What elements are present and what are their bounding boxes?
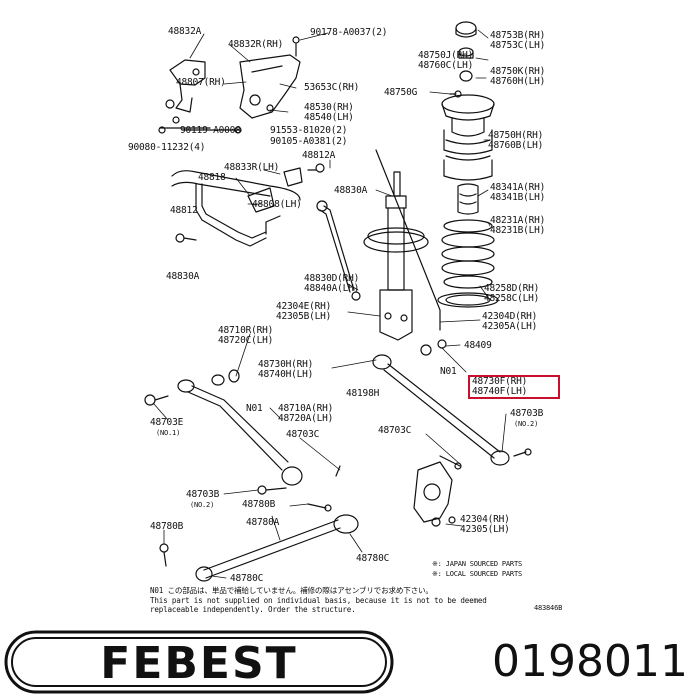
label-48540: 48540(LH) (304, 112, 354, 123)
coil-spring-part (437, 219, 499, 308)
stabilizer-link-part (307, 163, 361, 301)
reference-code: 483846B (534, 604, 563, 612)
label-48830D: 48830D(RH) (304, 273, 360, 284)
label-42305A: 42305A(LH) (482, 321, 538, 332)
label-48258C: 48258C(LH) (484, 293, 540, 304)
label-48703C-right: 48703C (378, 425, 412, 436)
label-48807: 48807(RH) (176, 77, 226, 88)
legend-japan-sourced: ※: JAPAN SOURCED PARTS (432, 560, 522, 568)
highlighted-part-box (468, 375, 560, 399)
knuckle-part (413, 455, 462, 527)
label-42304D: 42304D(RH) (482, 311, 538, 322)
label-48703E-left: 48703E (150, 417, 184, 428)
label-48341B: 48341B(LH) (490, 192, 546, 203)
label-48198H: 48198H (346, 388, 380, 399)
label-48740F: 48740F(LH) (472, 386, 528, 397)
label-no2-right: (NO.2) (514, 420, 539, 428)
label-42305: 42305(LH) (460, 524, 510, 535)
label-48750H: 48750H(RH) (488, 130, 544, 141)
label-42305B: 42305B(LH) (276, 311, 332, 322)
label-48780B-mid: 48780B (242, 499, 276, 510)
label-48720C: 48720C(LH) (218, 335, 274, 346)
label-48730F: 48730F(RH) (472, 376, 528, 387)
note-japanese: N01 この部品は、単品で補給していません。補修の際はアセンブリでお求め下さい。 (150, 586, 433, 595)
label-48833R: 48833R(LH) (224, 162, 280, 173)
label-48760B: 48760B(LH) (488, 140, 544, 151)
label-48720A: 48720A(LH) (278, 413, 334, 424)
label-48258D: 48258D(RH) (484, 283, 540, 294)
label-90105: 90105-A0381(2) (270, 136, 348, 147)
label-48703B-right: 48703B (510, 408, 544, 419)
label-48780C-left: 48780C (230, 573, 264, 584)
note-english-line2: replaceable independently. Order the str… (150, 605, 356, 614)
exploded-view-drawing (144, 21, 532, 582)
upper-mount-stack (441, 21, 495, 215)
label-48710R: 48710R(RH) (218, 325, 274, 336)
shock-absorber-part (363, 149, 441, 341)
label-90178: 90178-A0037(2) (310, 27, 388, 38)
label-48780B-left: 48780B (150, 521, 184, 532)
label-48710A: 48710A(RH) (278, 403, 334, 414)
label-48780A: 48780A (246, 517, 280, 528)
label-90080: 90080-11232(4) (128, 142, 206, 153)
label-48409: 48409 (464, 340, 492, 351)
upper-arm-bracket-part (239, 36, 301, 119)
label-48832A: 48832A (168, 26, 202, 37)
label-48750K: 48750K(RH) (490, 66, 546, 77)
label-no2-left: (NO.2) (190, 501, 215, 509)
label-48231B: 48231B(LH) (490, 225, 546, 236)
label-48840A: 48840A(LH) (304, 283, 360, 294)
label-48530: 48530(RH) (304, 102, 354, 113)
label-48740H: 48740H(LH) (258, 369, 314, 380)
label-48231A: 48231A(RH) (490, 215, 546, 226)
label-48830A-left: 48830A (166, 271, 200, 282)
part-number: 0198011 (492, 636, 688, 687)
label-90119: 90119-A0008 (180, 125, 241, 136)
label-48760H: 48760H(LH) (490, 76, 546, 87)
leader-lines (153, 29, 507, 579)
label-42304E: 42304E(RH) (276, 301, 332, 312)
label-53653C: 53653C(RH) (304, 82, 360, 93)
suspension-parts-diagram: 48832A 48832R(RH) 90178-A0037(2) 48753B(… (128, 21, 563, 614)
label-91553: 91553-81020(2) (270, 125, 348, 136)
label-48750J: 48750J(RH) (418, 50, 474, 61)
lower-arm-parts (144, 339, 532, 582)
stabilizer-bar-part (171, 167, 303, 247)
label-N01-right: N01 (440, 366, 457, 377)
label-48812: 48812 (170, 205, 198, 216)
label-48808: 48808(LH) (252, 199, 302, 210)
label-48750G: 48750G (384, 87, 418, 98)
label-48703B-left: 48703B (186, 489, 220, 500)
stabilizer-bracket-part (158, 59, 242, 134)
label-48780C-bottom: 48780C (356, 553, 390, 564)
label-48753C: 48753C(LH) (490, 40, 546, 51)
label-48730H: 48730H(RH) (258, 359, 314, 370)
label-48753B: 48753B(RH) (490, 30, 546, 41)
label-42304: 42304(RH) (460, 514, 510, 525)
note-english-line1: This part is not supplied on individual … (150, 596, 487, 605)
label-48812A: 48812A (302, 150, 336, 161)
label-48832R: 48832R(RH) (228, 39, 284, 50)
label-48760C: 48760C(LH) (418, 60, 474, 71)
label-48818: 48818 (198, 172, 226, 183)
legend-local-sourced: ※: LOCAL SOURCED PARTS (432, 570, 522, 578)
label-N01-mid: N01 (246, 403, 263, 414)
label-no1-left: (NO.1) (156, 429, 181, 437)
febest-logo: FEBEST (4, 630, 394, 694)
febest-logo-text: FEBEST (100, 638, 297, 689)
label-48703C-mid: 48703C (286, 429, 320, 440)
label-48341A: 48341A(RH) (490, 182, 546, 193)
label-48830A-top: 48830A (334, 185, 368, 196)
